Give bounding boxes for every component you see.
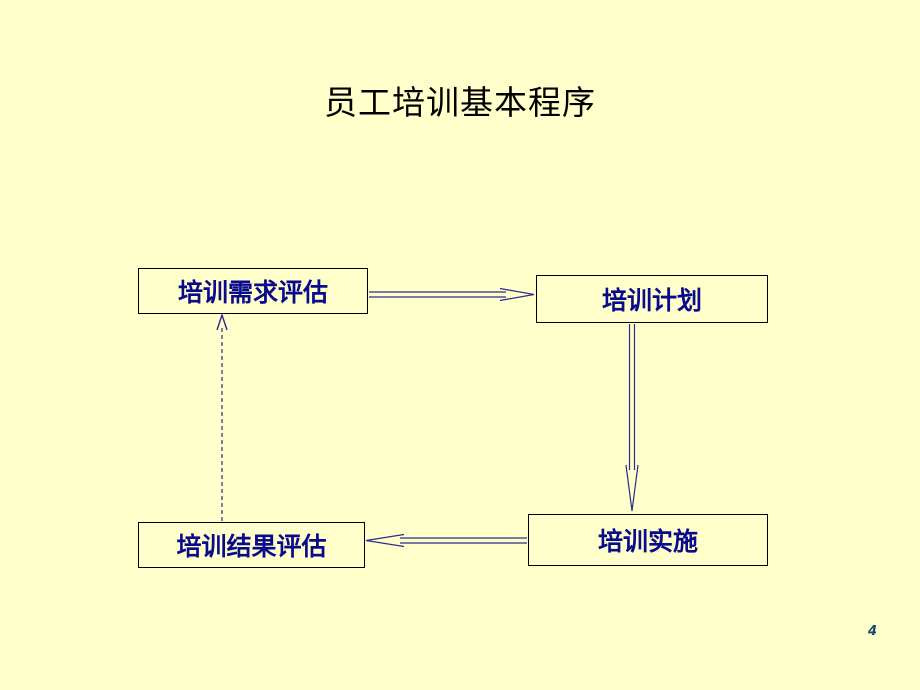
step-label-needs-assessment: 培训需求评估 (177, 278, 328, 307)
step-box-training-implementation: 培训实施 (528, 514, 768, 566)
arrow-plan-to-implementation (625, 324, 639, 512)
step-label-results-evaluation: 培训结果评估 (176, 532, 327, 561)
step-label-training-implementation: 培训实施 (597, 527, 698, 556)
arrow-needs-to-plan (369, 287, 535, 302)
step-box-results-evaluation: 培训结果评估 (138, 522, 365, 568)
arrow-evaluation-to-needs-dashed (216, 312, 228, 521)
arrow-implementation-to-evaluation (365, 533, 527, 548)
slide-title: 员工培训基本程序 (324, 83, 596, 122)
step-box-needs-assessment: 培训需求评估 (138, 268, 368, 314)
step-label-training-plan: 培训计划 (601, 286, 702, 315)
step-box-training-plan: 培训计划 (536, 275, 768, 323)
page-number: 4 (868, 624, 878, 639)
